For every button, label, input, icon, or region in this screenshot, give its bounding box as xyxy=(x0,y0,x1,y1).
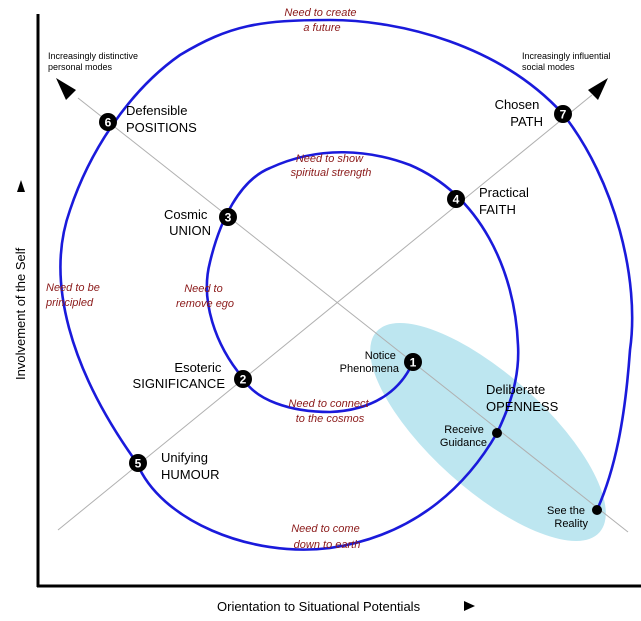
node-7: 7 Chosen PATH xyxy=(495,97,572,129)
node-3: 3 Cosmic UNION xyxy=(164,207,237,238)
arrow-up-left-icon xyxy=(56,78,76,100)
need-remove-ego: Need to remove ego xyxy=(176,283,234,310)
node-5-marker xyxy=(129,454,147,472)
node-3-number: 3 xyxy=(225,211,232,225)
node-6: 6 Defensible POSITIONS xyxy=(99,103,197,135)
node-7-label: Chosen PATH xyxy=(495,97,543,129)
point-receive-guidance-marker xyxy=(492,428,502,438)
node-7-number: 7 xyxy=(560,108,567,122)
node-1-label: Notice Phenomena xyxy=(340,350,400,375)
point-see-reality-marker xyxy=(592,505,602,515)
node-4: 4 Practical FAITH xyxy=(447,185,532,217)
need-spiritual-strength: Need to show spiritual strength xyxy=(291,153,372,179)
node-1: 1 Notice Phenomena xyxy=(340,350,422,375)
x-axis-title: Orientation to Situational Potentials xyxy=(217,599,421,614)
point-see-reality: See the Reality xyxy=(547,505,602,530)
diagonal-line-personal xyxy=(77,97,629,533)
y-axis-title-group: Involvement of the Self xyxy=(13,180,28,380)
diagonal-line-social xyxy=(57,94,593,531)
node-4-label: Practical FAITH xyxy=(479,185,532,217)
node-2: 2 Esoteric SIGNIFICANCE xyxy=(133,360,252,391)
node-5: 5 Unifying HUMOUR xyxy=(129,450,220,482)
point-receive-guidance-label: Receive Guidance xyxy=(440,424,487,449)
y-axis-arrow-icon xyxy=(17,180,25,192)
openness-label: Deliberate OPENNESS xyxy=(486,382,559,414)
arrow-up-right-icon xyxy=(588,78,608,100)
development-spiral xyxy=(59,18,634,551)
node-6-number: 6 xyxy=(105,116,112,130)
need-create-future: Need to create a future xyxy=(284,7,359,34)
point-receive-guidance: Receive Guidance xyxy=(440,424,502,449)
node-4-number: 4 xyxy=(453,193,460,207)
node-2-marker xyxy=(234,370,252,388)
need-principled: Need to be principled xyxy=(45,282,103,309)
node-5-number: 5 xyxy=(135,457,142,471)
node-6-marker xyxy=(99,113,117,131)
node-4-marker xyxy=(447,190,465,208)
node-1-number: 1 xyxy=(410,356,417,370)
node-3-marker xyxy=(219,208,237,226)
need-connect-cosmos: Need to connect to the cosmos xyxy=(288,398,371,425)
node-3-label: Cosmic UNION xyxy=(164,207,211,238)
y-axis-title: Involvement of the Self xyxy=(13,247,28,380)
corner-label-left: Increasingly distinctive personal modes xyxy=(48,51,141,72)
node-2-number: 2 xyxy=(240,373,247,387)
node-2-label: Esoteric SIGNIFICANCE xyxy=(133,360,226,391)
x-axis-arrow-icon xyxy=(464,601,475,611)
node-6-label: Defensible POSITIONS xyxy=(126,103,197,135)
point-see-reality-label: See the Reality xyxy=(547,505,588,530)
node-5-label: Unifying HUMOUR xyxy=(161,450,220,482)
need-down-to-earth: Need to come down to earth xyxy=(291,523,363,551)
node-7-marker xyxy=(554,105,572,123)
openness-ellipse xyxy=(370,323,606,541)
node-1-marker xyxy=(404,353,422,371)
corner-label-right: Increasingly influential social modes xyxy=(522,51,613,72)
